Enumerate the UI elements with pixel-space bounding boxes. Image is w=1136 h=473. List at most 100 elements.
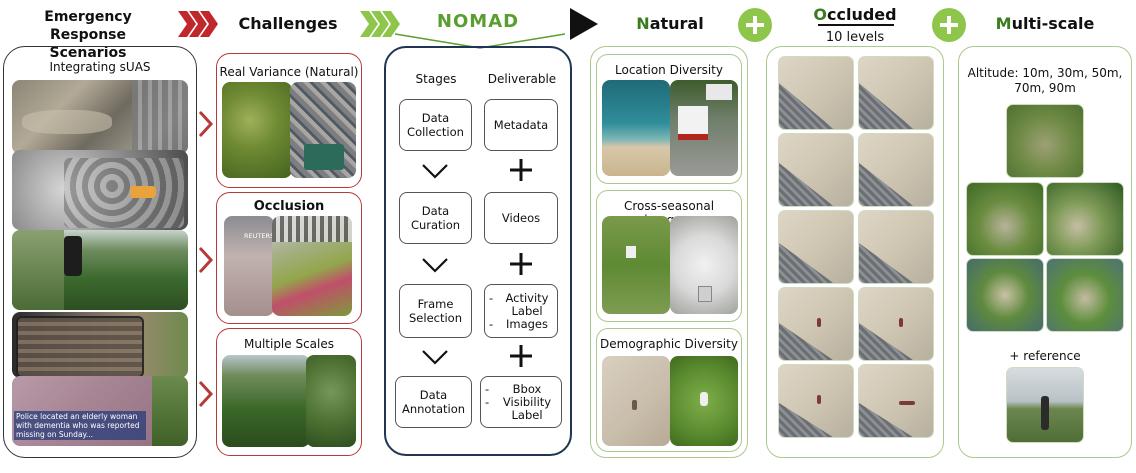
occluded-levels: 10 levels: [825, 30, 885, 45]
deliverable-item-text: Activity Label: [505, 290, 549, 318]
integrating-suas-label: Integrating sUAS: [49, 60, 151, 74]
seasonal-image-summer: [602, 216, 670, 314]
nomad-panel: [384, 46, 572, 456]
scenario-image-rubble: [12, 80, 188, 154]
chevron-right-icon: [198, 246, 214, 274]
emergency-header-line1: Emergency Response: [44, 9, 132, 43]
plus-sign-icon: [510, 159, 532, 181]
real-variance-image-trees: [222, 82, 292, 178]
challenges-header: Challenges: [238, 14, 338, 33]
green-chevrons-icon: [360, 11, 400, 37]
real-variance-box: [216, 53, 362, 188]
occlusion-box: [216, 192, 362, 324]
altitude-image-low-left: [966, 258, 1044, 332]
person-figure: [817, 318, 821, 327]
occlusion-level-image: [858, 133, 934, 207]
plus-sign-icon: [510, 253, 532, 275]
stage-data-annotation: Data Annotation: [395, 376, 472, 428]
stage-label: Data Curation: [410, 204, 461, 232]
occlusion-level-image: [778, 133, 854, 207]
real-variance-label: Real Variance (Natural): [219, 65, 359, 79]
occlusion-level-image: [778, 56, 854, 130]
stage-label: Data Collection: [407, 111, 464, 139]
emergency-header-line2: Scenarios: [49, 45, 127, 61]
stage-frame-selection: Frame Selection: [399, 284, 472, 338]
person-figure: [899, 401, 915, 405]
multiscale-header-initial: M: [995, 14, 1012, 33]
person-figure: [817, 395, 821, 404]
occluded-panel: [766, 46, 944, 458]
occlusion-image-street: REUTERS: [224, 216, 274, 316]
natural-panel: [590, 46, 748, 458]
deliverable-item-text: Images: [505, 316, 548, 331]
deliverable-metadata: Metadata: [484, 99, 558, 151]
cross-seasonal-box: [596, 190, 742, 322]
deliverable-item-text: Visibility Label: [502, 394, 552, 422]
stages-column-header: Stages: [415, 72, 457, 86]
deliverable-list-item: -Bbox: [485, 381, 555, 396]
roof-occluder: [779, 83, 836, 129]
location-image-campus: [670, 80, 738, 176]
chevron-right-icon: [198, 380, 214, 408]
roof-occluder: [779, 163, 836, 206]
deliverable-list: -Activity Label -Images: [485, 290, 551, 331]
deliverable-item-text: Bbox: [512, 381, 542, 396]
deliverable-list: -Bbox -Visibility Label: [481, 381, 555, 422]
multiple-scales-label: Multiple Scales: [243, 337, 335, 351]
altitude-image-mid-right: [1046, 182, 1124, 256]
altitude-image-mid-left: [966, 182, 1044, 256]
person-figure: [899, 318, 903, 327]
plus-icon: [738, 8, 772, 42]
deliverable-label: Videos: [501, 211, 541, 225]
plus-sign-icon: [510, 345, 532, 367]
occluded-header-rest: ccluded: [827, 5, 897, 24]
roof-occluder: [859, 163, 916, 206]
occlusion-level-image: [858, 210, 934, 284]
emergency-header: Emergency Response Scenarios: [8, 8, 168, 62]
natural-header-initial: N: [636, 14, 650, 33]
occlusion-level-image: [778, 364, 854, 438]
nomad-header: NOMAD: [436, 11, 520, 32]
demographic-diversity-box: [596, 328, 742, 452]
deliverable-list-item: -Images: [489, 316, 551, 331]
altitude-label: Altitude: 10m, 30m, 50m, 70m, 90m: [962, 66, 1128, 96]
occlusion-level-image: [858, 364, 934, 438]
news-caption: Police located an elderly woman with dem…: [14, 411, 146, 440]
real-variance-image-town: [290, 82, 356, 178]
occluded-underline: [818, 24, 894, 26]
altitude-image-top: [1006, 104, 1084, 178]
roof-occluder: [779, 403, 836, 437]
red-chevrons-icon: [178, 11, 218, 37]
multiscale-panel: [958, 46, 1132, 458]
altitude-image-low-right: [1046, 258, 1124, 332]
multiple-scales-box: [216, 328, 362, 456]
reference-label: + reference: [1009, 349, 1081, 363]
reuters-watermark: REUTERS: [244, 232, 274, 240]
occlusion-level-image: [778, 287, 854, 361]
occlusion-label: Occlusion: [253, 199, 325, 214]
roof-occluder: [859, 83, 916, 129]
location-diversity-label: Location Diversity: [615, 63, 723, 77]
demographic-image-person-sand: [602, 356, 670, 446]
occlusion-level-image: [858, 56, 934, 130]
natural-header-rest: atural: [649, 14, 704, 33]
deliverable-label: Metadata: [493, 118, 549, 132]
roof-occluder: [859, 323, 916, 360]
chevron-down-icon: [422, 258, 448, 273]
scenarios-panel: [3, 46, 197, 458]
occluded-header-initial: O: [813, 5, 827, 24]
multiple-scales-image-wide: [222, 355, 310, 447]
occlusion-level-image: [858, 287, 934, 361]
roof-occluder: [779, 243, 836, 283]
chevron-right-icon: [198, 110, 214, 138]
deliverable-videos: Videos: [484, 192, 558, 244]
altitude-line2: 70m, 90m: [1014, 81, 1076, 95]
stage-data-collection: Data Collection: [399, 99, 472, 151]
roof-occluder: [859, 243, 916, 283]
stage-data-curation: Data Curation: [399, 192, 472, 244]
deliverable-bbox-visibility: -Bbox -Visibility Label: [480, 376, 562, 428]
scenario-image-forest: [12, 230, 188, 310]
deliverable-activity-images: -Activity Label -Images: [484, 284, 558, 338]
deliverable-column-header: Deliverable: [487, 72, 557, 86]
stage-label: Frame Selection: [409, 297, 462, 325]
